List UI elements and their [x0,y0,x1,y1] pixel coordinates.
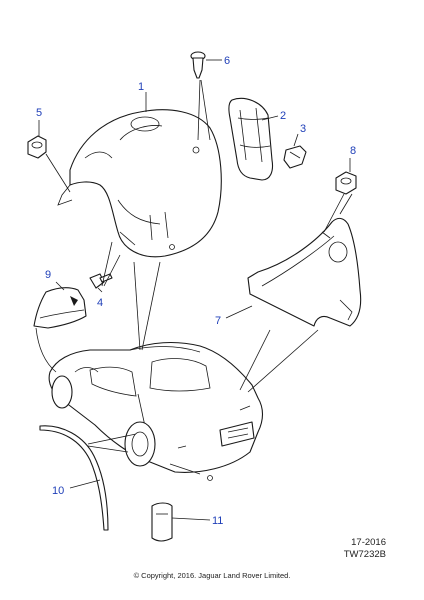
callout-2: 2 [280,110,286,122]
part-6-push-rivet [190,51,206,79]
callout-11: 11 [212,515,223,527]
callout-9: 9 [45,269,51,281]
part-7-rear-liner [247,217,362,327]
part-2-air-guide [228,97,274,181]
callout-1: 1 [138,81,144,93]
part-3-clip [283,145,307,169]
callout-8: 8 [350,145,356,157]
part-9-splash-guard [33,287,87,329]
callout-10: 10 [52,485,64,497]
callout-7: 7 [215,315,221,327]
part-1-wheel-arch-liner [57,109,222,258]
callout-4: 4 [97,297,103,309]
callout-labels: 1 2 3 4 5 6 7 8 9 10 11 [36,55,356,527]
part-8-nut [335,171,357,195]
vehicle-outline [48,342,264,481]
callout-5: 5 [36,107,42,119]
callout-3: 3 [300,123,306,135]
part-10-arch-moulding [39,425,109,531]
part-11-bracket [151,502,173,542]
reference-code: TW7232B [343,549,386,560]
callout-6: 6 [224,55,230,67]
part-5-nut [27,135,47,159]
copyright-notice: © Copyright, 2016. Jaguar Land Rover Lim… [133,571,291,580]
leader-lines [35,59,353,521]
reference-date: 17-2016 [351,537,386,548]
